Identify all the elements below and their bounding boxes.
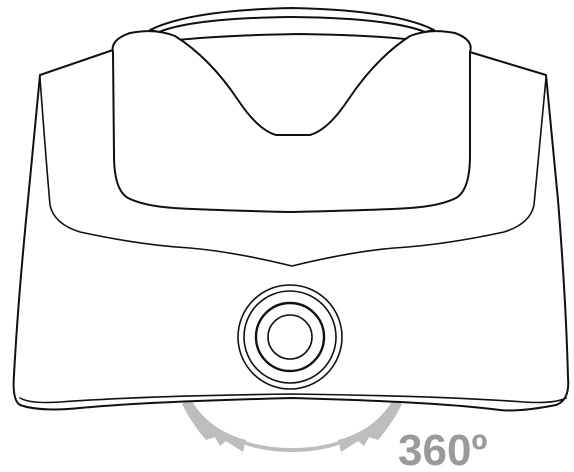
- rotation-arrow-bottom-right: [338, 398, 402, 452]
- power-button-center: [267, 314, 313, 360]
- device-base-edge: [19, 393, 567, 404]
- power-button: [237, 284, 343, 390]
- device-front-panel: [111, 30, 472, 213]
- rotation-arrow-bottom-left: [182, 398, 246, 452]
- power-button-outer-ring: [237, 284, 343, 390]
- rotation-label: 360º: [398, 426, 487, 472]
- rotation-arrow-bottom: [208, 426, 376, 452]
- power-button-middle-ring: [243, 290, 337, 384]
- device: [12, 7, 570, 412]
- device-lid-top: [149, 7, 435, 33]
- device-tray: [39, 77, 547, 267]
- power-button-inner-ring: [254, 301, 326, 373]
